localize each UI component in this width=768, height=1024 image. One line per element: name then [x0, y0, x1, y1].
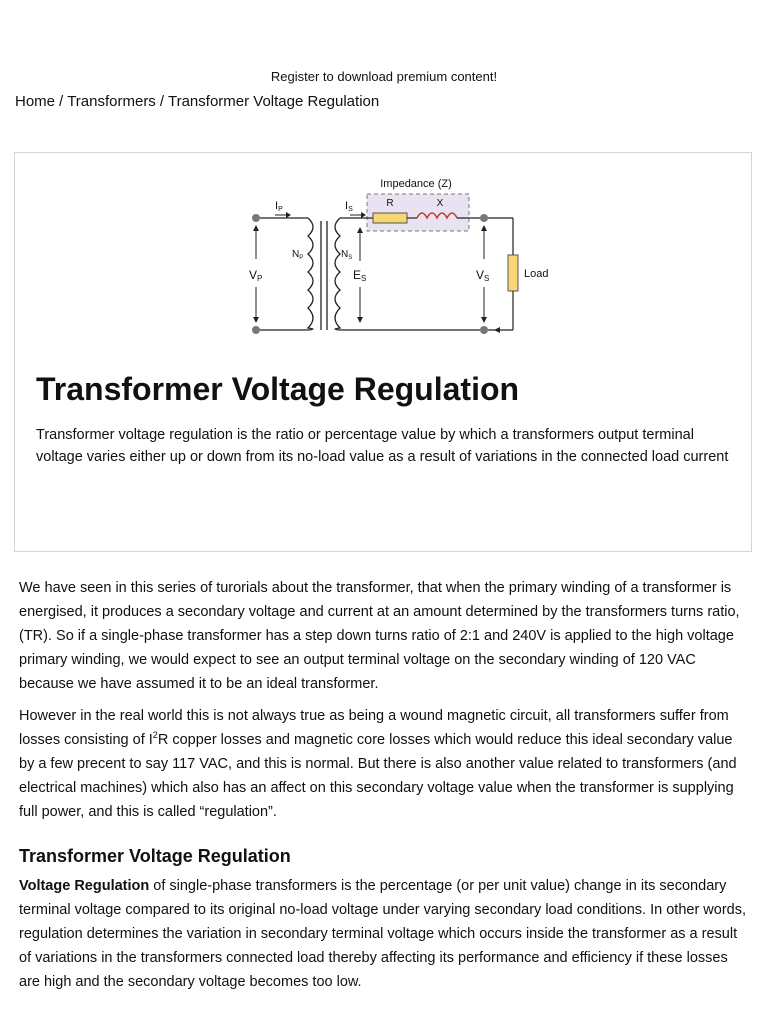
- arrow-head: [357, 227, 363, 233]
- primary-bottom-terminal: [252, 326, 260, 334]
- arrow-head: [361, 212, 366, 218]
- article-body: We have seen in this series of turorials…: [19, 576, 751, 1002]
- arrow-head: [481, 225, 487, 231]
- article-paragraph: We have seen in this series of turorials…: [19, 580, 740, 692]
- article-paragraph: However in the real world this is not al…: [19, 708, 737, 820]
- arrow-head: [253, 225, 259, 231]
- arrow-head: [286, 212, 291, 218]
- secondary-top-terminal: [480, 214, 488, 222]
- transformer-circuit-diagram: Impedance (Z) R X Load IP: [249, 178, 548, 334]
- section-heading: Transformer Voltage Regulation: [19, 846, 291, 866]
- inductor-symbol: [416, 212, 458, 220]
- secondary-current-label: IS: [345, 200, 353, 213]
- primary-top-terminal: [252, 214, 260, 222]
- hero-card: Impedance (Z) R X Load IP: [14, 152, 752, 552]
- load-label: Load: [524, 268, 548, 280]
- primary-voltage-label: VP: [249, 268, 262, 283]
- arrow-head: [253, 317, 259, 323]
- secondary-turns-label: NS: [341, 249, 352, 261]
- primary-turns-label: NP: [292, 249, 303, 261]
- secondary-voltage-label: VS: [476, 268, 489, 283]
- article-paragraph: Voltage Regulation of single-phase trans…: [19, 878, 747, 990]
- arrow-head: [481, 317, 487, 323]
- arrow-head: [357, 317, 363, 323]
- bold-term: Voltage Regulation: [19, 878, 150, 894]
- breadcrumb-home-link[interactable]: Home: [15, 93, 56, 110]
- page-summary: Transformer voltage regulation is the ra…: [36, 427, 729, 465]
- breadcrumb-current-page: Transformer Voltage Regulation: [167, 93, 380, 110]
- arrow-head: [494, 327, 500, 333]
- primary-winding: [306, 217, 314, 331]
- reactance-label: X: [437, 198, 444, 209]
- breadcrumb-separator: /: [59, 93, 64, 110]
- page-title: Transformer Voltage Regulation: [36, 371, 520, 407]
- breadcrumb: Home/Transformers/Transformer Voltage Re…: [15, 93, 379, 110]
- primary-current-label: IP: [275, 200, 283, 213]
- resistor-label: R: [386, 198, 393, 209]
- secondary-bottom-terminal: [480, 326, 488, 334]
- load-symbol: [507, 254, 519, 292]
- breadcrumb-separator: /: [159, 93, 164, 110]
- secondary-emf-label: ES: [353, 268, 366, 283]
- register-banner[interactable]: Register to download premium content!: [270, 69, 498, 84]
- impedance-label: Impedance (Z): [380, 178, 452, 190]
- resistor-symbol: [372, 212, 408, 224]
- secondary-winding: [334, 217, 342, 331]
- breadcrumb-transformers-link[interactable]: Transformers: [67, 93, 156, 110]
